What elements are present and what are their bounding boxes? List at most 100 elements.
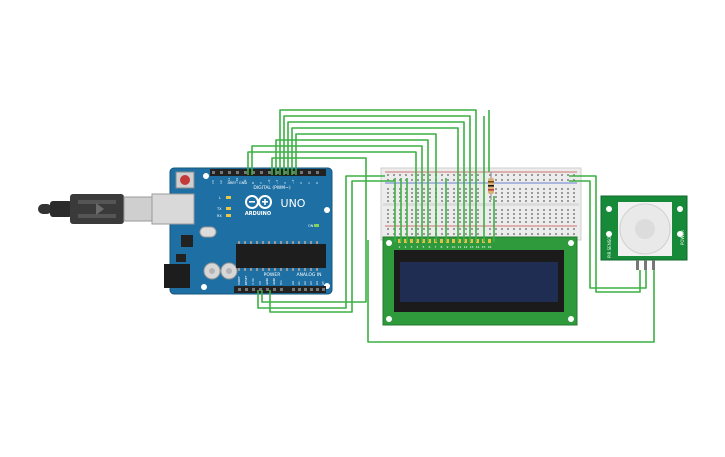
breadboard-hole[interactable] bbox=[453, 228, 455, 230]
breadboard-hole[interactable] bbox=[555, 179, 557, 181]
breadboard-hole[interactable] bbox=[549, 233, 551, 235]
breadboard-hole[interactable] bbox=[549, 196, 551, 198]
breadboard-hole[interactable] bbox=[393, 174, 395, 176]
breadboard-hole[interactable] bbox=[537, 217, 539, 219]
breadboard-hole[interactable] bbox=[411, 174, 413, 176]
wire-d12[interactable] bbox=[279, 109, 477, 242]
breadboard-hole[interactable] bbox=[429, 188, 431, 190]
breadboard-hole[interactable] bbox=[453, 209, 455, 211]
breadboard-hole[interactable] bbox=[399, 174, 401, 176]
breadboard-hole[interactable] bbox=[543, 200, 545, 202]
breadboard-hole[interactable] bbox=[513, 192, 515, 194]
breadboard-hole[interactable] bbox=[459, 221, 461, 223]
breadboard-hole[interactable] bbox=[405, 217, 407, 219]
breadboard-hole[interactable] bbox=[519, 217, 521, 219]
breadboard-hole[interactable] bbox=[489, 196, 491, 198]
breadboard-hole[interactable] bbox=[495, 217, 497, 219]
lcd-pin[interactable] bbox=[410, 239, 413, 243]
breadboard-hole[interactable] bbox=[477, 213, 479, 215]
breadboard-hole[interactable] bbox=[399, 213, 401, 215]
breadboard-hole[interactable] bbox=[561, 228, 563, 230]
breadboard-hole[interactable] bbox=[423, 221, 425, 223]
breadboard-hole[interactable] bbox=[399, 188, 401, 190]
breadboard-hole[interactable] bbox=[423, 174, 425, 176]
breadboard-hole[interactable] bbox=[507, 213, 509, 215]
breadboard-hole[interactable] bbox=[519, 196, 521, 198]
breadboard-hole[interactable] bbox=[519, 179, 521, 181]
breadboard-hole[interactable] bbox=[513, 233, 515, 235]
breadboard-hole[interactable] bbox=[567, 217, 569, 219]
breadboard-hole[interactable] bbox=[561, 233, 563, 235]
breadboard-hole[interactable] bbox=[525, 192, 527, 194]
breadboard-hole[interactable] bbox=[465, 179, 467, 181]
breadboard-hole[interactable] bbox=[417, 221, 419, 223]
breadboard-hole[interactable] bbox=[495, 192, 497, 194]
breadboard-hole[interactable] bbox=[549, 209, 551, 211]
breadboard-hole[interactable] bbox=[549, 174, 551, 176]
breadboard-hole[interactable] bbox=[459, 196, 461, 198]
breadboard-hole[interactable] bbox=[531, 213, 533, 215]
breadboard-hole[interactable] bbox=[387, 179, 389, 181]
breadboard-hole[interactable] bbox=[495, 196, 497, 198]
breadboard-hole[interactable] bbox=[399, 217, 401, 219]
breadboard-hole[interactable] bbox=[513, 221, 515, 223]
breadboard-hole[interactable] bbox=[555, 221, 557, 223]
breadboard-hole[interactable] bbox=[537, 209, 539, 211]
breadboard-hole[interactable] bbox=[513, 188, 515, 190]
breadboard-hole[interactable] bbox=[525, 174, 527, 176]
breadboard-hole[interactable] bbox=[561, 221, 563, 223]
wire-d3[interactable] bbox=[295, 133, 437, 242]
breadboard-hole[interactable] bbox=[477, 179, 479, 181]
breadboard-hole[interactable] bbox=[513, 200, 515, 202]
breadboard-hole[interactable] bbox=[429, 217, 431, 219]
breadboard-hole[interactable] bbox=[441, 233, 443, 235]
breadboard-hole[interactable] bbox=[501, 200, 503, 202]
breadboard-hole[interactable] bbox=[573, 233, 575, 235]
breadboard-hole[interactable] bbox=[417, 200, 419, 202]
lcd-pin[interactable] bbox=[476, 239, 479, 243]
breadboard-hole[interactable] bbox=[399, 209, 401, 211]
breadboard-hole[interactable] bbox=[465, 196, 467, 198]
breadboard-hole[interactable] bbox=[573, 213, 575, 215]
breadboard-hole[interactable] bbox=[489, 174, 491, 176]
breadboard-hole[interactable] bbox=[423, 196, 425, 198]
breadboard-hole[interactable] bbox=[507, 174, 509, 176]
breadboard-hole[interactable] bbox=[387, 217, 389, 219]
breadboard-hole[interactable] bbox=[501, 217, 503, 219]
breadboard-hole[interactable] bbox=[429, 200, 431, 202]
breadboard-hole[interactable] bbox=[459, 200, 461, 202]
breadboard-hole[interactable] bbox=[465, 188, 467, 190]
breadboard-hole[interactable] bbox=[519, 188, 521, 190]
breadboard-hole[interactable] bbox=[423, 233, 425, 235]
breadboard-hole[interactable] bbox=[393, 209, 395, 211]
breadboard-hole[interactable] bbox=[441, 213, 443, 215]
wire-d8[interactable] bbox=[247, 151, 417, 242]
lcd-pin[interactable] bbox=[428, 239, 431, 243]
lcd-pin[interactable] bbox=[452, 239, 455, 243]
breadboard-hole[interactable] bbox=[387, 188, 389, 190]
breadboard-hole[interactable] bbox=[387, 233, 389, 235]
breadboard-hole[interactable] bbox=[393, 196, 395, 198]
breadboard-hole[interactable] bbox=[465, 209, 467, 211]
breadboard-hole[interactable] bbox=[387, 192, 389, 194]
breadboard-hole[interactable] bbox=[501, 192, 503, 194]
breadboard-hole[interactable] bbox=[423, 192, 425, 194]
breadboard-hole[interactable] bbox=[429, 228, 431, 230]
breadboard-hole[interactable] bbox=[573, 209, 575, 211]
breadboard-hole[interactable] bbox=[525, 179, 527, 181]
breadboard-hole[interactable] bbox=[453, 213, 455, 215]
breadboard-hole[interactable] bbox=[447, 200, 449, 202]
breadboard-hole[interactable] bbox=[495, 233, 497, 235]
breadboard-hole[interactable] bbox=[429, 179, 431, 181]
breadboard-hole[interactable] bbox=[495, 179, 497, 181]
breadboard-hole[interactable] bbox=[525, 213, 527, 215]
breadboard-hole[interactable] bbox=[405, 196, 407, 198]
breadboard-hole[interactable] bbox=[387, 221, 389, 223]
breadboard-hole[interactable] bbox=[555, 188, 557, 190]
breadboard-hole[interactable] bbox=[525, 209, 527, 211]
breadboard-hole[interactable] bbox=[459, 209, 461, 211]
breadboard-hole[interactable] bbox=[453, 192, 455, 194]
breadboard-hole[interactable] bbox=[489, 217, 491, 219]
